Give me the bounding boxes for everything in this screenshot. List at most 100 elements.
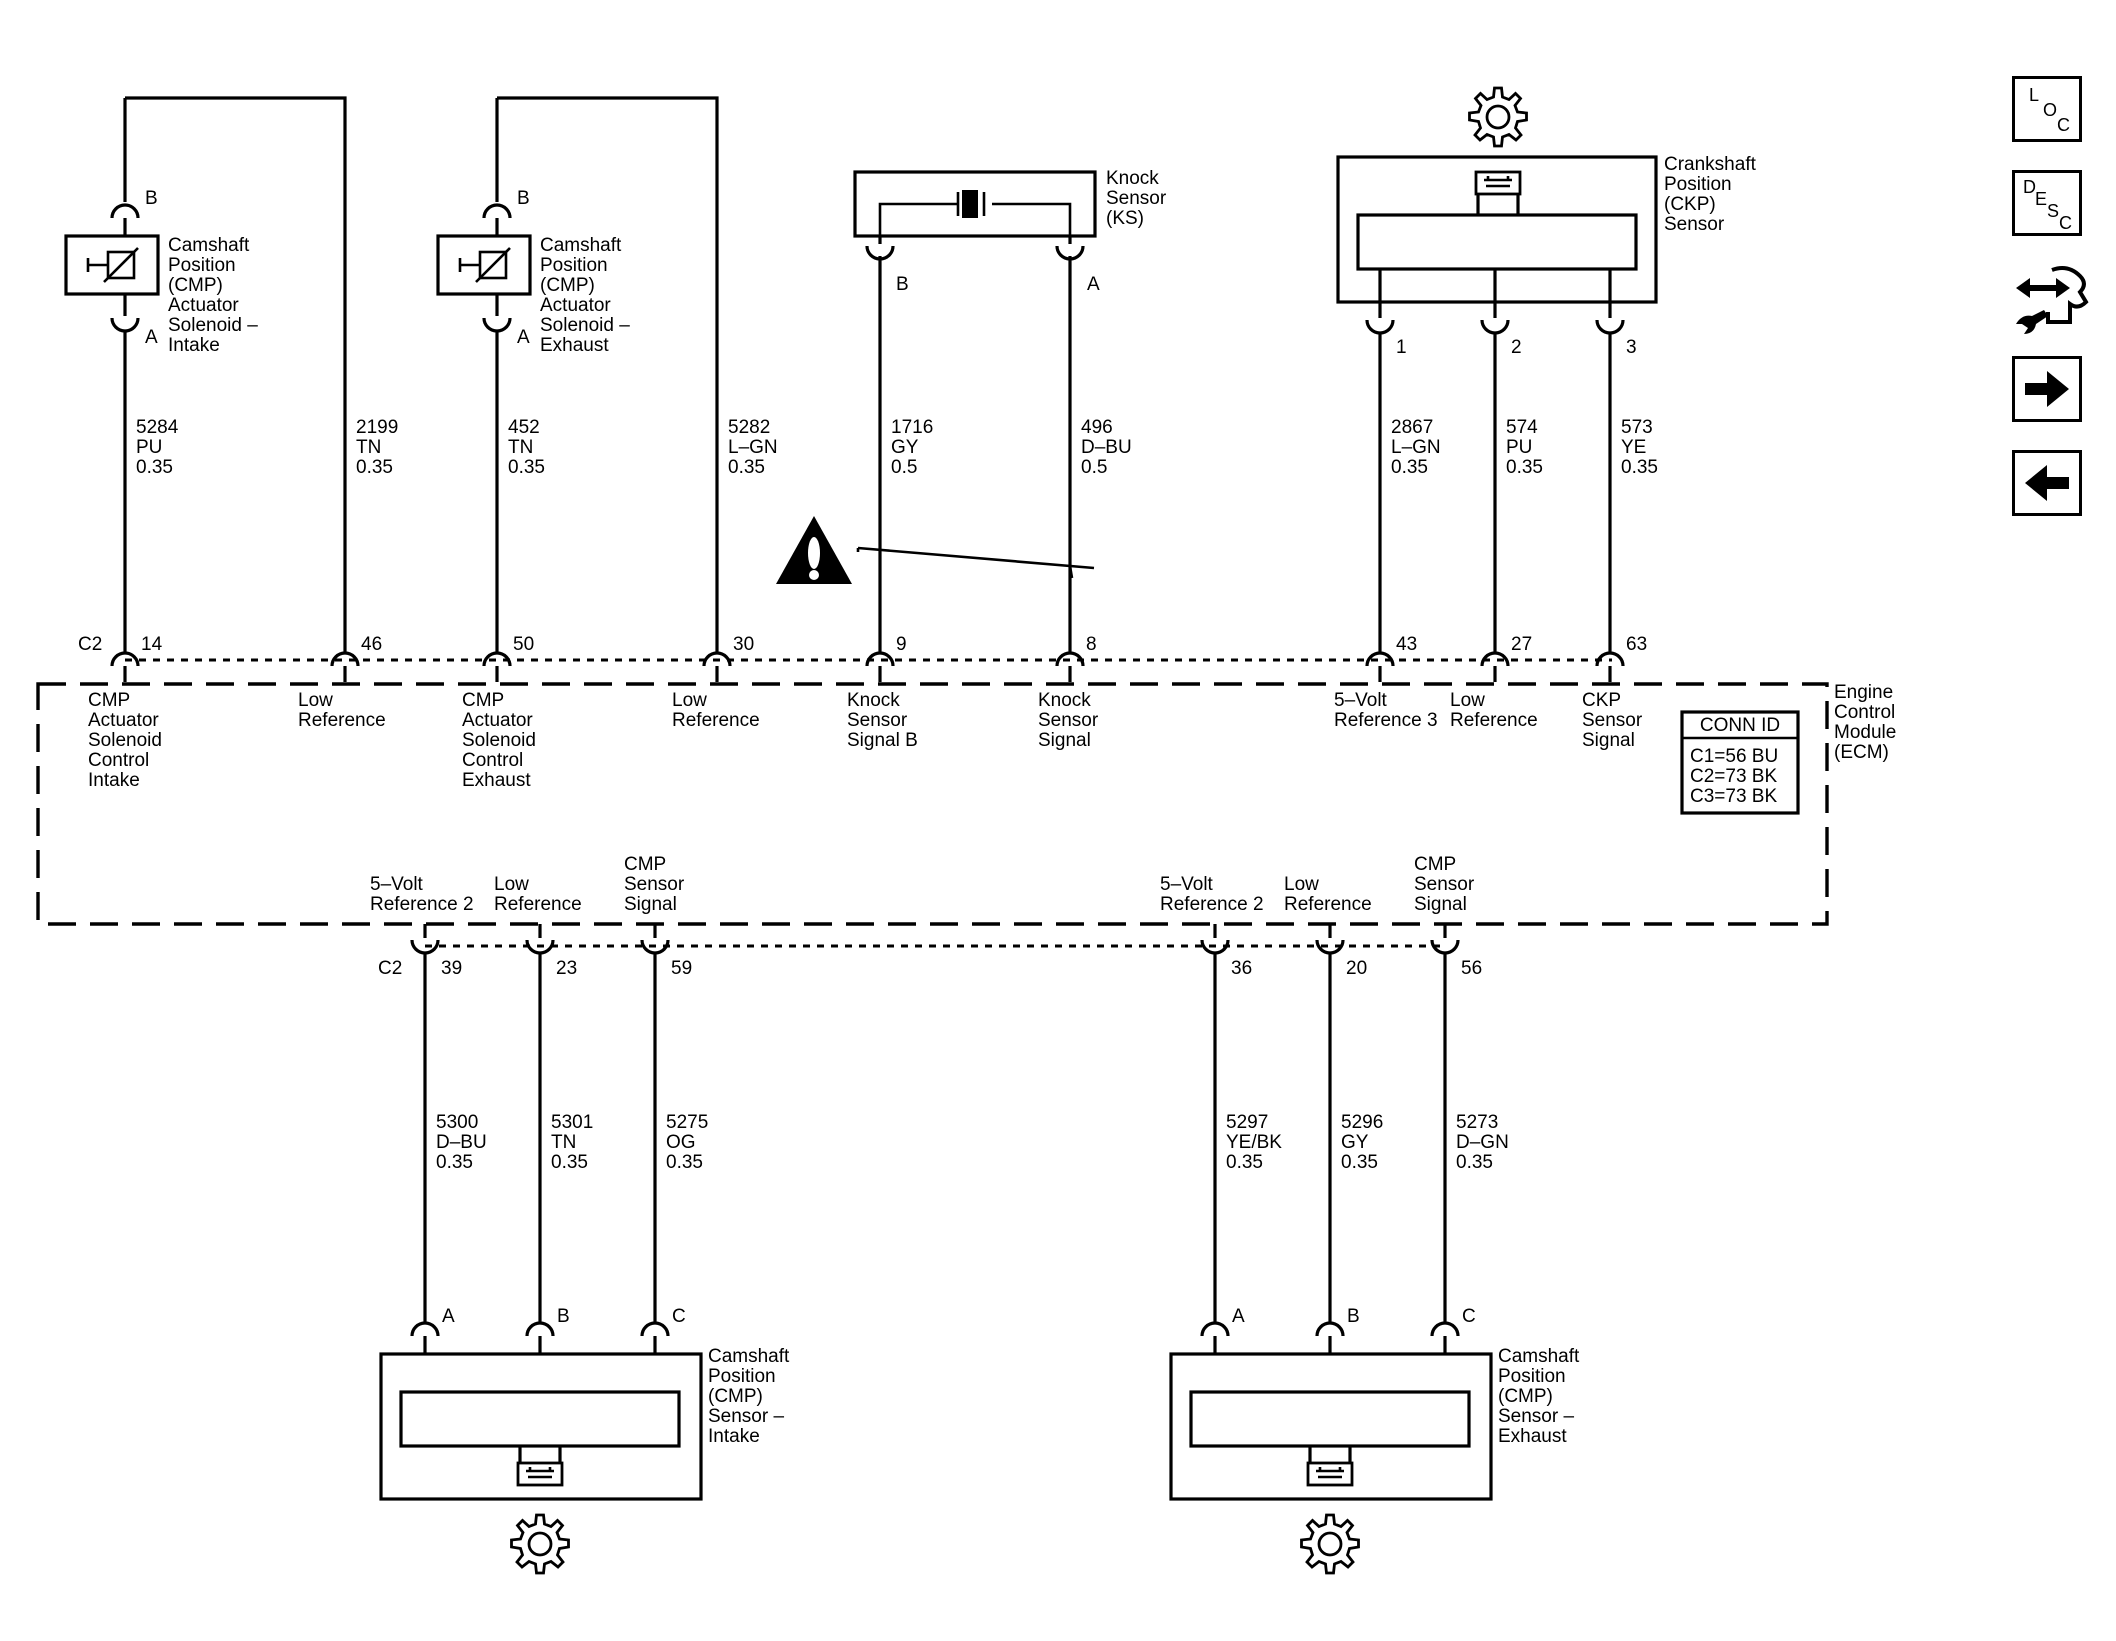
previous-page-button[interactable] — [2012, 450, 2082, 516]
ecm-function-label: Actuator — [88, 710, 159, 731]
ecm-function-label: Low — [1450, 690, 1485, 711]
pin-label: C — [1462, 1306, 1476, 1327]
ecm-pin-number: 36 — [1231, 958, 1252, 979]
gear-icon — [1300, 1513, 1360, 1575]
component-label-line: Sensor — [1664, 214, 1725, 235]
lower-wire-labels: 5300D–BU0.355301TN0.355275OG0.355297YE/B… — [436, 1112, 1509, 1173]
wire-label: 0.35 — [356, 457, 393, 478]
ecm-label-line: (ECM) — [1834, 742, 1889, 763]
location-button[interactable]: L O C — [2012, 76, 2082, 142]
pin-label: A — [1232, 1306, 1245, 1327]
wire-label: 5296 — [1341, 1112, 1383, 1133]
pin-label: A — [442, 1306, 455, 1327]
lower-wires — [423, 952, 1447, 1322]
ecm-function-label: Reference — [672, 710, 760, 731]
component-label-line: Sensor — [1106, 188, 1167, 209]
wire-label: OG — [666, 1132, 696, 1153]
component-label-line: (CMP) — [708, 1386, 763, 1407]
twisted-pair-marker — [856, 546, 1095, 579]
pin-label: B — [557, 1306, 570, 1327]
next-page-button[interactable] — [2012, 356, 2082, 422]
wire-label: 0.35 — [666, 1152, 703, 1173]
ecm-terminal — [525, 939, 555, 955]
wire-label: 0.35 — [436, 1152, 473, 1173]
pin-label: B — [896, 274, 909, 295]
loc-letter: O — [2043, 100, 2057, 120]
ecm-function-label: Signal B — [847, 730, 918, 751]
pin-label: 1 — [1396, 337, 1407, 358]
gear-icon — [1468, 86, 1528, 148]
wire-label: D–GN — [1456, 1132, 1509, 1153]
ckp-sensor — [1336, 86, 1658, 335]
wire-label: 5284 — [136, 417, 179, 438]
pin-label: 2 — [1511, 337, 1522, 358]
component-label-line: Camshaft — [540, 235, 622, 256]
ecm-function-label: Control — [462, 750, 523, 771]
ecm-top-terminals — [110, 651, 1625, 682]
pin-label: B — [145, 188, 158, 209]
ecm-pin-number: 63 — [1626, 634, 1647, 655]
ecm-function-label: CMP — [88, 690, 130, 711]
ecm-bottom-terminals — [410, 924, 1460, 955]
ecm-terminal — [1595, 651, 1625, 667]
wire-label: 496 — [1081, 417, 1113, 438]
upper-wires — [123, 96, 1612, 652]
ecm-function-label: Solenoid — [88, 730, 162, 751]
ecm-pin-number: 43 — [1396, 634, 1417, 655]
component-label-line: Position — [1498, 1366, 1566, 1387]
gear-icon — [510, 1513, 570, 1575]
knock-sensor — [853, 170, 1097, 261]
ecm-function-label: Reference 2 — [370, 894, 474, 915]
ecm-function-label: Knock — [847, 690, 900, 711]
ecm-pin-number: 9 — [896, 634, 907, 655]
component-label-line: Actuator — [168, 295, 239, 316]
ecm-terminal — [1480, 651, 1510, 667]
component-label-line: Crankshaft — [1664, 154, 1757, 175]
wire-label: 5297 — [1226, 1112, 1268, 1133]
connector-end-view-button[interactable] — [2012, 258, 2090, 340]
description-icon: D E S C — [2023, 177, 2072, 233]
pin-label: 3 — [1626, 337, 1637, 358]
ecm-top-function-labels: CMPActuatorSolenoidControlIntakeLowRefer… — [88, 690, 1643, 791]
wire-label: 0.35 — [1621, 457, 1658, 478]
ecm-function-label: Low — [672, 690, 707, 711]
pin-label: A — [145, 327, 158, 348]
ecm-pin-number: 14 — [141, 634, 163, 655]
ecm-pin-number: 59 — [671, 958, 692, 979]
wire-label: 1716 — [891, 417, 933, 438]
cmp-actuator-solenoid-exhaust — [436, 203, 532, 333]
component-label-line: Camshaft — [708, 1346, 790, 1367]
ecm-terminal — [1430, 939, 1460, 955]
arrow-right-icon — [2025, 371, 2069, 407]
pin-label: B — [517, 188, 530, 209]
cmp-sensor-exhaust — [1169, 1321, 1493, 1575]
ecm-function-label: CKP — [1582, 690, 1621, 711]
ecm-label-line: Control — [1834, 702, 1895, 723]
wire-label: 0.35 — [1506, 457, 1543, 478]
conn-id-title: CONN ID — [1700, 715, 1780, 736]
component-label-line: Intake — [708, 1426, 760, 1447]
description-button[interactable]: D E S C — [2012, 170, 2082, 236]
wire-label: 0.35 — [1341, 1152, 1378, 1173]
desc-letter: C — [2059, 213, 2072, 233]
wire-label: TN — [508, 437, 533, 458]
wire-label: 452 — [508, 417, 540, 438]
desc-letter: D — [2023, 177, 2036, 197]
component-label-line: (CMP) — [540, 275, 595, 296]
ecm-function-label: 5–Volt — [1160, 874, 1214, 895]
ecm-outline — [36, 682, 1829, 926]
component-label-line: Camshaft — [168, 235, 250, 256]
wire-label: PU — [136, 437, 162, 458]
wire-label: GY — [891, 437, 919, 458]
wire-label: 574 — [1506, 417, 1538, 438]
wire-label: 0.35 — [1391, 457, 1428, 478]
ecm-function-label: Sensor — [847, 710, 908, 731]
component-label-line: (CMP) — [1498, 1386, 1553, 1407]
ecm-function-label: Sensor — [1582, 710, 1643, 731]
wire-label: 0.35 — [551, 1152, 588, 1173]
